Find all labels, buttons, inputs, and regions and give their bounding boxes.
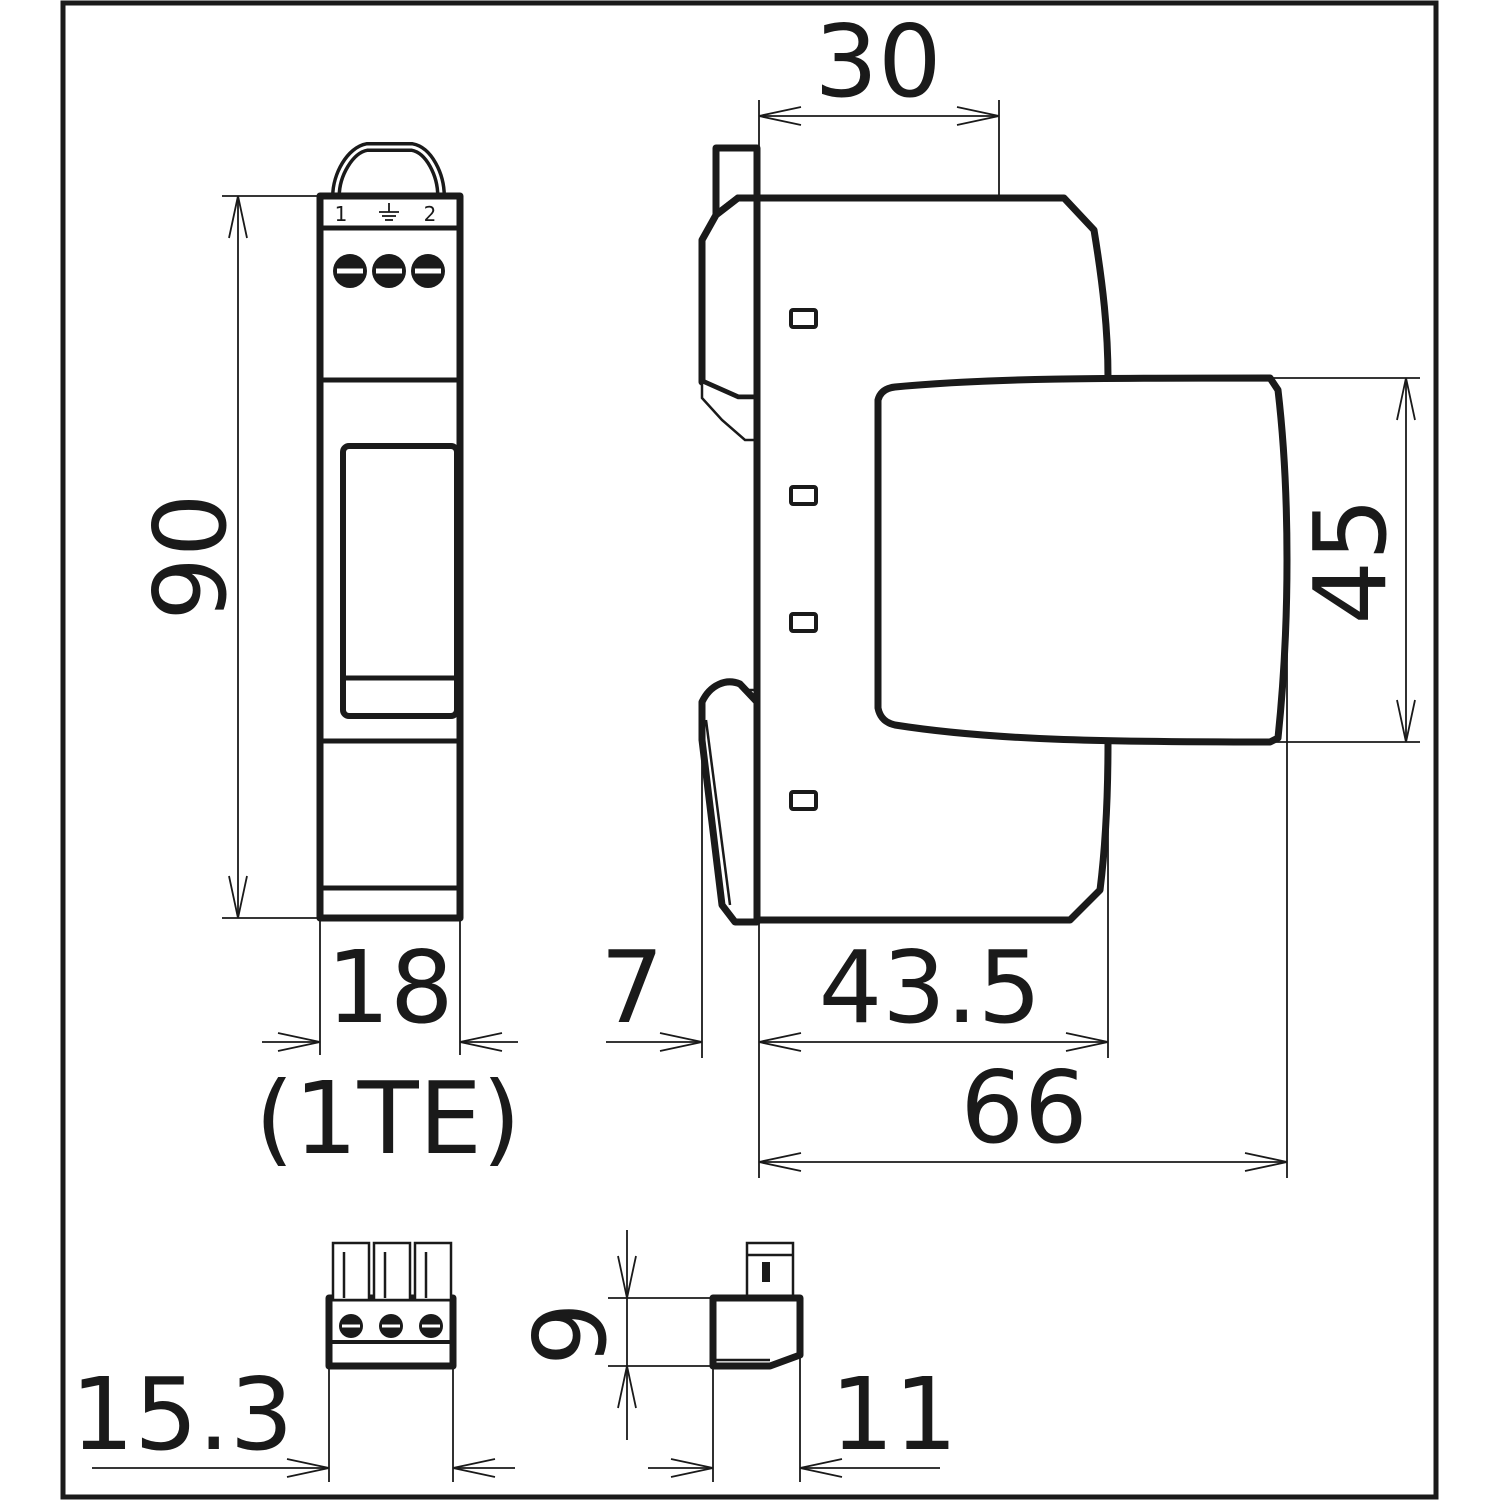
plug-side-body xyxy=(709,1294,804,1370)
side-slot xyxy=(789,485,818,506)
side-cover xyxy=(874,374,1291,746)
plug-side-view: 9 11 xyxy=(512,1230,958,1482)
height-dimension-line xyxy=(222,195,320,919)
dimension-43-5-line xyxy=(758,742,1109,1058)
dimension-9: 9 xyxy=(512,1302,629,1366)
front-view: 1 2 90 xyxy=(132,142,521,1177)
dimension-11: 11 xyxy=(830,1356,957,1473)
dimension-7-line xyxy=(606,740,760,1178)
dimension-7: 7 xyxy=(600,929,664,1046)
dimension-45-line xyxy=(1270,377,1420,743)
dimension-43-5: 43.5 xyxy=(819,929,1042,1046)
dimension-66: 66 xyxy=(960,1049,1087,1166)
dimension-9-line xyxy=(608,1230,713,1440)
ground-icon xyxy=(379,203,399,221)
side-slot xyxy=(789,790,818,811)
side-slot xyxy=(789,612,818,633)
dimension-18: 18 xyxy=(326,929,453,1046)
front-window xyxy=(340,443,460,719)
dimension-30-line xyxy=(758,100,1000,198)
dimension-66-line xyxy=(758,600,1288,1178)
dimension-30: 30 xyxy=(814,3,941,120)
dimension-15-3-line xyxy=(92,1366,515,1482)
side-view: 30 45 7 43.5 xyxy=(600,3,1420,1178)
front-housing xyxy=(316,192,464,922)
plug-front-view: 15.3 xyxy=(71,1241,515,1482)
dimension-90: 90 xyxy=(132,493,249,620)
width-dimension-line xyxy=(262,918,518,1055)
terminal-label-1: 1 xyxy=(335,202,348,226)
side-slot xyxy=(789,308,818,329)
drawing-frame xyxy=(60,0,1439,1500)
rail-clip-bottom xyxy=(698,678,761,926)
dimension-15-3: 15.3 xyxy=(71,1356,294,1473)
dimension-11-line xyxy=(648,1355,940,1482)
terminal-label-2: 2 xyxy=(424,202,437,226)
screw-terminals xyxy=(333,254,445,288)
module-width-note: (1TE) xyxy=(255,1060,521,1177)
dimension-45: 45 xyxy=(1292,497,1409,624)
